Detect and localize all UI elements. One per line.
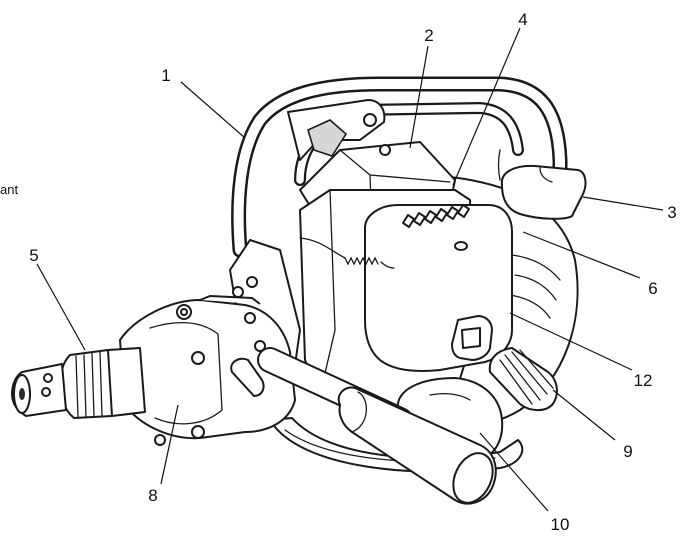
chuck-grip bbox=[59, 349, 113, 419]
machine-illustration bbox=[11, 76, 587, 505]
callout-5: 5 bbox=[29, 246, 38, 265]
leader-1 bbox=[180, 81, 246, 139]
callout-labels: 1 2 3 4 5 6 8 9 10 12 bbox=[29, 10, 676, 534]
callout-12: 12 bbox=[634, 371, 653, 390]
leader-5 bbox=[36, 263, 86, 351]
callout-9: 9 bbox=[623, 442, 632, 461]
callout-4: 4 bbox=[518, 10, 527, 29]
spark-plug-cap bbox=[500, 164, 587, 220]
leader-8 bbox=[160, 404, 179, 485]
edge-text-fragment: ant bbox=[0, 182, 18, 197]
leader-3 bbox=[582, 196, 664, 211]
leader-12 bbox=[509, 312, 633, 371]
leader-6 bbox=[522, 231, 641, 279]
callout-2: 2 bbox=[424, 26, 433, 45]
leader-2 bbox=[409, 45, 429, 149]
callout-1: 1 bbox=[161, 66, 170, 85]
leader-lines bbox=[36, 27, 664, 512]
leader-10 bbox=[479, 432, 549, 512]
callout-8: 8 bbox=[148, 486, 157, 505]
leader-4 bbox=[452, 27, 521, 186]
throttle-spring bbox=[344, 256, 379, 266]
clutch-lever bbox=[230, 357, 265, 397]
callout-10: 10 bbox=[551, 515, 570, 534]
callout-3: 3 bbox=[667, 203, 676, 222]
cooling-slots bbox=[402, 204, 470, 228]
callout-6: 6 bbox=[648, 279, 657, 298]
leader-9 bbox=[552, 389, 616, 441]
gear-case bbox=[119, 299, 296, 440]
